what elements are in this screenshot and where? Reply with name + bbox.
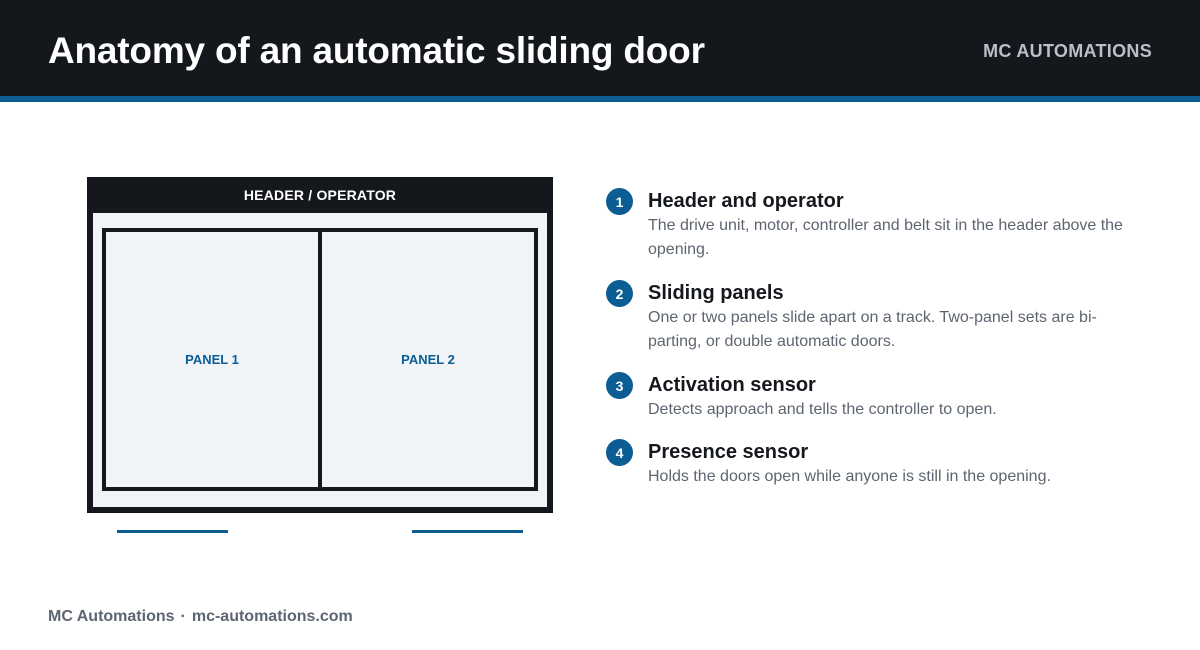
callout-list: 1 Header and operator The drive unit, mo…	[606, 188, 1166, 489]
callout-title: Sliding panels	[648, 282, 784, 304]
callout-item: 1 Header and operator The drive unit, mo…	[606, 188, 1166, 262]
callout-description: One or two panels slide apart on a track…	[648, 309, 1097, 350]
callout-number-badge: 3	[606, 372, 633, 399]
door-header-label: HEADER / OPERATOR	[243, 187, 397, 203]
callout-number-badge: 1	[606, 188, 633, 215]
top-bar: Anatomy of an automatic sliding door MC …	[0, 0, 1200, 96]
callout-item: 2 Sliding panels One or two panels slide…	[606, 280, 1166, 354]
door-panel-1-label: PANEL 1	[185, 352, 239, 367]
callout-title: Header and operator	[648, 190, 844, 212]
door-opening: PANEL 1 PANEL 2	[93, 213, 547, 507]
sensor-line-right	[412, 530, 523, 533]
callout-number-badge: 4	[606, 439, 633, 466]
footer-separator: ·	[180, 608, 186, 625]
footer-company: MC Automations	[48, 608, 175, 625]
sensor-line-left	[117, 530, 228, 533]
callout-title: Presence sensor	[648, 441, 809, 463]
brand-name: MC AUTOMATIONS	[983, 41, 1152, 61]
door-panel-1: PANEL 1	[106, 232, 318, 487]
door-header-operator: HEADER / OPERATOR	[87, 177, 553, 213]
callout-item: 3 Activation sensor Detects approach and…	[606, 372, 1166, 422]
callout-description: Detects approach and tells the controlle…	[648, 401, 997, 418]
page-title: Anatomy of an automatic sliding door	[48, 30, 705, 71]
door-diagram: HEADER / OPERATOR PANEL 1 PANEL 2	[87, 177, 553, 513]
footer: MC Automations · mc-automations.com	[48, 608, 353, 626]
door-panel-2-label: PANEL 2	[401, 352, 455, 367]
callout-item: 4 Presence sensor Holds the doors open w…	[606, 439, 1166, 489]
top-bar-accent-line	[0, 96, 1200, 102]
callout-title: Activation sensor	[648, 374, 816, 396]
callout-number-badge: 2	[606, 280, 633, 307]
door-panels: PANEL 1 PANEL 2	[102, 228, 538, 491]
callout-description: Holds the doors open while anyone is sti…	[648, 468, 1051, 485]
callout-description: The drive unit, motor, controller and be…	[648, 217, 1123, 258]
footer-website-link[interactable]: mc-automations.com	[191, 608, 353, 625]
door-panel-2: PANEL 2	[318, 232, 534, 487]
